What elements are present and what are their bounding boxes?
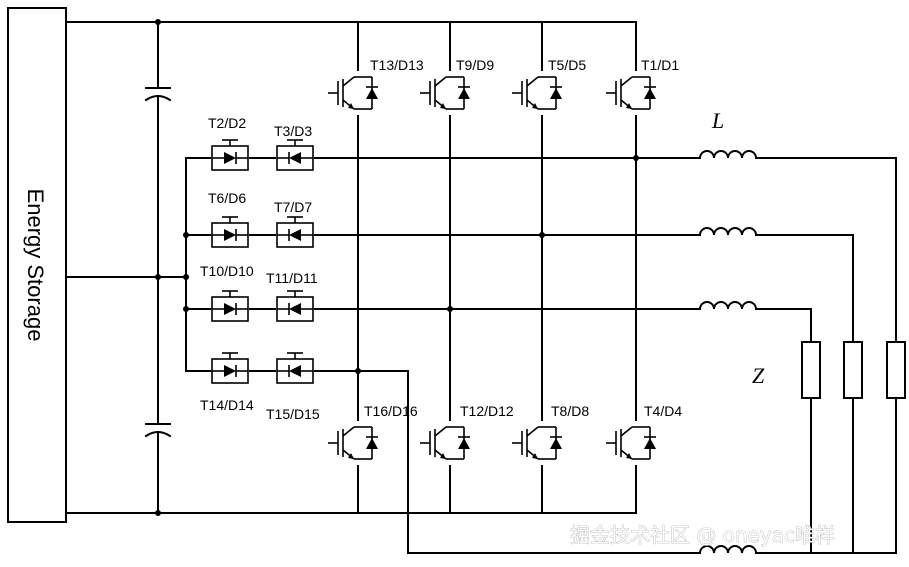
top-switch-label: T1/D1 [641,57,679,73]
bidirectional-label: T14/D14 [200,397,254,413]
bidirectional-label: T10/D10 [200,263,254,279]
bidirectional-switch-left-3 [211,290,249,322]
watermark-text: 掘金技术社区 @ oneyac唯样 [570,523,835,547]
bidirectional-switch-right-2 [276,216,314,248]
bidirectional-label: T3/D3 [274,123,312,139]
load-resistor-3 [886,341,906,399]
inductor-2 [699,227,757,236]
bidirectional-label: T11/D11 [266,270,318,286]
bidirectional-switch-right-3 [276,290,314,322]
bottom-igbt-2 [418,421,474,465]
bidirectional-label: T7/D7 [274,199,312,215]
bottom-igbt-4 [604,421,660,465]
bottom-igbt-3 [510,421,566,465]
bottom-switch-label: T12/D12 [460,403,514,419]
dc-link-capacitors [144,21,172,514]
bottom-switch-label: T16/D16 [364,403,418,419]
bidirectional-label: T15/D15 [266,406,320,422]
top-igbt-1 [326,71,382,115]
bottom-igbt-1 [326,421,382,465]
energy-storage-box [7,7,67,523]
bidirectional-switch-left-4 [211,352,249,384]
inductor-4 [699,545,757,554]
bidirectional-label: T6/D6 [208,190,246,206]
bidirectional-switch-left-2 [211,216,249,248]
phase-leg-verticals [357,21,637,514]
load-label: Z [752,363,765,388]
top-igbt-4 [604,71,660,115]
bidirectional-switch-right-1 [276,139,314,171]
bottom-switch-label: T4/D4 [644,403,682,419]
top-switch-label: T9/D9 [456,57,494,73]
top-igbt-2 [418,71,474,115]
inductor-3 [699,301,757,310]
energy-storage-label: Energy Storage [23,189,48,342]
top-switch-label: T13/D13 [370,57,424,73]
top-switch-label: T5/D5 [548,57,586,73]
top-igbt-3 [510,71,566,115]
bidirectional-switch-right-4 [276,352,314,384]
bottom-switch-label: T8/D8 [551,403,589,419]
load-resistor-2 [843,341,863,399]
bidirectional-switch-left-1 [211,139,249,171]
inductor-label: L [711,108,724,133]
load-resistor-1 [801,341,821,399]
inductor-1 [699,150,757,159]
bidirectional-label: T2/D2 [208,115,246,131]
